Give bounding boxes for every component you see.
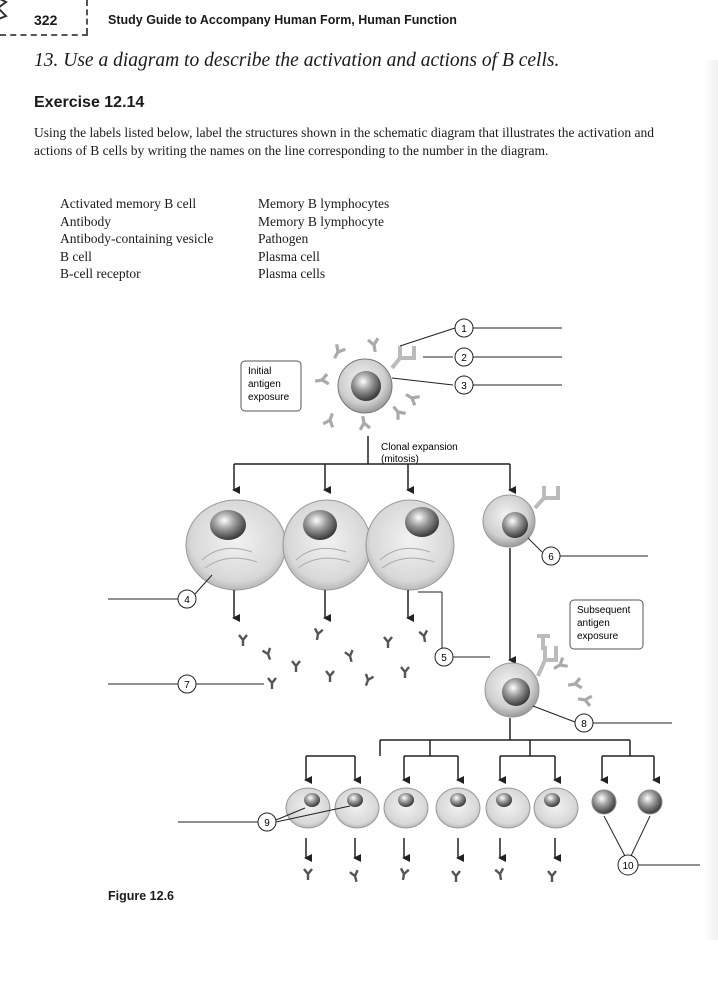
clonal-label: Clonal expansion [381,442,458,453]
label-item: Plasma cell [258,248,320,264]
callout-number: 5 [441,653,447,664]
callout-4: 4 [108,574,213,609]
label-item: Plasma cells [258,266,326,282]
callout-9: 9 [178,805,351,832]
activated-memory-b-cell [484,634,594,718]
label-item: Antibody [60,213,112,229]
page-number: 322 [34,12,58,28]
label-item: Memory B lymphocyte [258,213,384,229]
antibodies [237,627,431,691]
callout-6: 6 [527,537,648,566]
box-text: Initial [248,366,271,377]
callout-number: 9 [264,818,270,829]
label-list-left: Activated memory B cell Antibody Antibod… [60,195,213,283]
second-branching [304,718,660,784]
callout-number: 4 [184,595,190,606]
callout-number: 10 [622,861,634,872]
callout-number: 8 [581,719,587,730]
callout-number: 3 [461,381,467,392]
initial-exposure-box: Initial antigen exposure [240,360,302,412]
label-item: Activated memory B cell [60,196,197,211]
running-title: Study Guide to Accompany Human Form, Hum… [108,13,457,27]
callout-7: 7 [108,674,264,694]
plasma-cells-row [185,486,560,591]
figure-caption: Figure 12.6 [108,889,174,903]
callout-group-1-3: 1 2 3 [391,318,562,395]
label-item: Antibody-containing vesicle [60,231,214,247]
callout-10: 10 [603,815,700,876]
page-edge-mark [0,0,8,20]
box-text: exposure [248,392,290,403]
box-text: antigen [577,618,610,629]
callout-number: 7 [184,680,190,691]
header-divider-horizontal [0,34,88,36]
box-text: antigen [248,379,281,390]
bottom-secretion [302,838,561,885]
clonal-expansion-branch: Clonal expansion (mitosis) [232,436,516,494]
bottom-plasma-cells [285,787,579,829]
label-item: Pathogen [258,231,309,247]
box-text: Subsequent [577,605,631,616]
exercise-instructions: Using the labels listed below, label the… [34,125,654,158]
question-text: 13. Use a diagram to describe the activa… [34,50,560,71]
label-item: B cell [60,248,92,264]
b-cell [337,346,416,414]
label-item: Memory B lymphocytes [258,196,390,211]
page-shadow [704,60,718,940]
callout-number: 1 [461,324,467,335]
secretion-arrows [232,548,516,664]
label-list-right: Memory B lymphocytes Memory B lymphocyte… [258,195,389,283]
memory-b-lymphocytes [591,789,663,815]
callout-5: 5 [418,591,490,667]
callout-number: 2 [461,353,467,364]
b-cell-diagram: Initial antigen exposure 1 2 3 Clonal ex… [108,318,700,885]
box-text: exposure [577,631,619,642]
label-item: B-cell receptor [60,266,141,282]
callout-8: 8 [532,705,672,733]
memory-b-cell [482,486,560,548]
subsequent-exposure-box: Subsequent antigen exposure [569,599,644,650]
header-divider [86,0,88,34]
clonal-label: (mitosis) [381,454,419,465]
exercise-title: Exercise 12.14 [34,94,145,111]
callout-number: 6 [548,552,554,563]
